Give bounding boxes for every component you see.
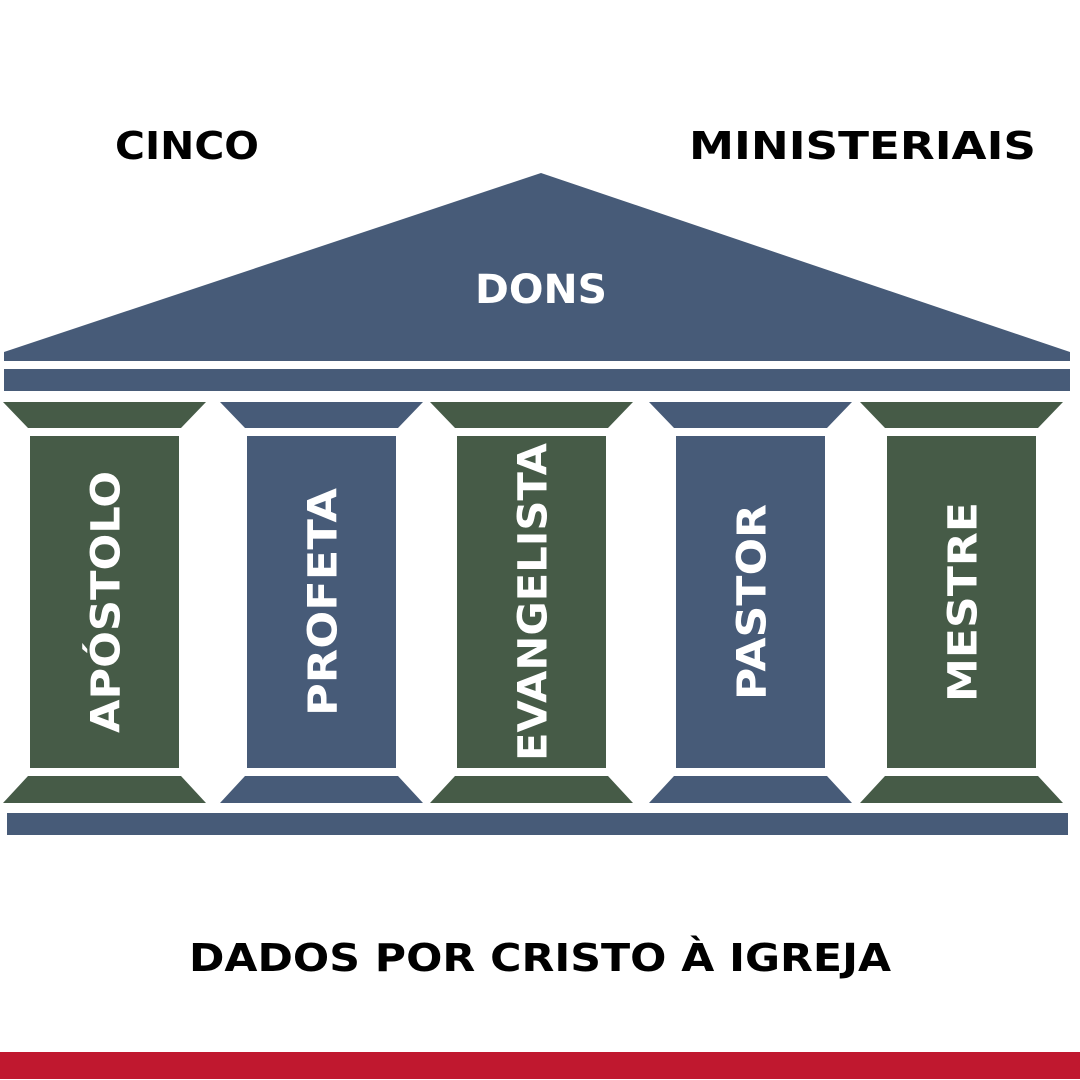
column-base <box>649 776 852 803</box>
pediment <box>4 173 1070 361</box>
column-capital <box>430 402 633 428</box>
stylobate <box>7 813 1068 835</box>
column-shaft <box>247 436 396 768</box>
red-bottom-bar <box>0 1052 1080 1079</box>
column-base <box>220 776 423 803</box>
footer-text: DADOS POR CRISTO À IGREJA <box>189 936 892 980</box>
column-label: PROFETA <box>301 488 347 716</box>
column-capital <box>220 402 423 428</box>
column-capital <box>3 402 206 428</box>
column-label: MESTRE <box>941 502 987 702</box>
title-left: CINCO <box>115 124 259 168</box>
architrave <box>4 369 1070 391</box>
roof-label: DONS <box>475 267 607 313</box>
column-label: PASTOR <box>730 504 776 700</box>
column-base <box>860 776 1063 803</box>
title-right: MINISTERIAIS <box>689 124 1036 168</box>
column-shaft <box>676 436 825 768</box>
column-shaft <box>30 436 179 768</box>
column-capital <box>649 402 852 428</box>
column-base <box>3 776 206 803</box>
column-capital <box>860 402 1063 428</box>
column-shaft <box>457 436 606 768</box>
column-base <box>430 776 633 803</box>
column-label: EVANGELISTA <box>511 443 557 761</box>
column-shaft <box>887 436 1036 768</box>
column-label: APÓSTOLO <box>82 471 130 733</box>
